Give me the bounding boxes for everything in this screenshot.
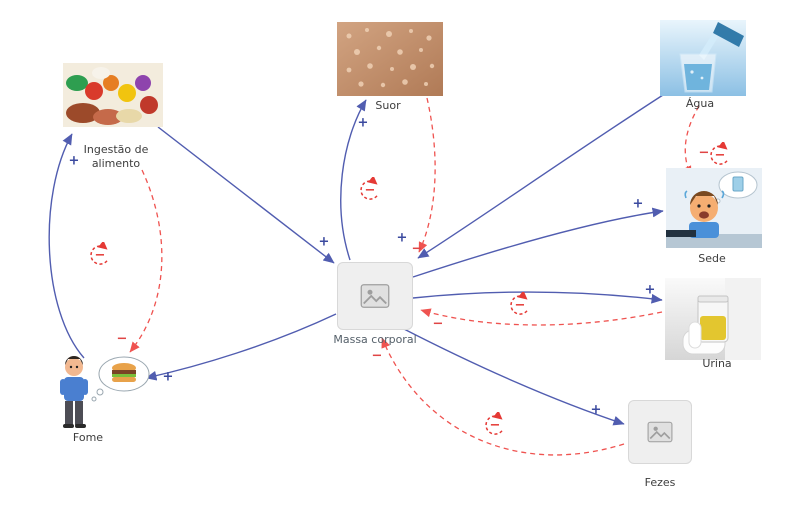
sign-agua-sede: − xyxy=(698,145,710,161)
label-suor: Suor xyxy=(375,99,401,112)
sign-suor-massa: − xyxy=(411,241,423,257)
loop-sign: − xyxy=(94,247,106,263)
image-placeholder-icon xyxy=(647,421,673,443)
node-massa-corporal[interactable] xyxy=(337,262,413,330)
node-ingestao-de-alimento[interactable] xyxy=(63,63,163,127)
hunger-image xyxy=(60,356,150,428)
thirst-image xyxy=(666,168,762,248)
sign-urina-massa: − xyxy=(432,316,444,332)
edge-agua-sede[interactable] xyxy=(682,105,700,177)
edge-massa-fome[interactable] xyxy=(145,313,337,381)
label-agua: Água xyxy=(685,97,715,110)
sign-ingestao-fome: − xyxy=(116,331,128,347)
sign-massa-fome: + xyxy=(162,369,174,385)
sign-massa-urina: + xyxy=(644,282,656,298)
label-urina: Urina xyxy=(702,357,732,370)
sign-massa-sede: + xyxy=(632,196,644,212)
sign-ingestao-massa: + xyxy=(318,234,330,250)
balancing-loop-indicator-fome: − xyxy=(87,242,113,268)
edge-ingestao-massa[interactable] xyxy=(157,126,335,264)
edge-agua-massa[interactable] xyxy=(417,94,664,259)
node-sede[interactable] xyxy=(666,168,762,248)
loop-sign: − xyxy=(714,147,726,163)
edge-ingestao-fome[interactable] xyxy=(129,169,163,353)
image-placeholder-icon xyxy=(360,284,390,308)
balancing-loop-indicator-fezes: − xyxy=(482,412,508,438)
sign-massa-fezes: + xyxy=(590,402,602,418)
balancing-loop-indicator-suor: − xyxy=(357,177,383,203)
node-fome[interactable] xyxy=(52,354,152,430)
node-agua[interactable] xyxy=(660,20,746,96)
urine-sample-image xyxy=(665,278,761,360)
node-fezes[interactable] xyxy=(628,400,692,464)
label-ingestao: Ingestão de alimento xyxy=(83,143,149,170)
label-fome: Fome xyxy=(72,431,104,444)
sweat-skin-image xyxy=(337,22,443,96)
loop-sign: − xyxy=(514,297,526,313)
node-suor[interactable] xyxy=(337,22,443,96)
balancing-loop-indicator-sede: − xyxy=(707,142,733,168)
edge-suor-massa[interactable] xyxy=(418,97,436,253)
edge-massa-sede[interactable] xyxy=(412,207,664,278)
label-fezes: Fezes xyxy=(644,476,676,489)
loop-sign: − xyxy=(489,417,501,433)
sign-agua-massa: + xyxy=(396,230,408,246)
water-image xyxy=(660,20,746,96)
sign-fome-ingestao: + xyxy=(68,153,80,169)
edge-massa-urina[interactable] xyxy=(412,291,663,304)
food-image xyxy=(63,63,163,127)
sign-fezes-massa: − xyxy=(371,348,383,364)
loop-sign: − xyxy=(364,182,376,198)
node-urina[interactable] xyxy=(665,278,761,360)
sign-massa-suor: + xyxy=(357,115,369,131)
edge-urina-massa[interactable] xyxy=(420,308,663,326)
balancing-loop-indicator-urina: − xyxy=(507,292,533,318)
label-massa-corporal: Massa corporal xyxy=(333,333,417,346)
label-sede: Sede xyxy=(698,252,726,265)
